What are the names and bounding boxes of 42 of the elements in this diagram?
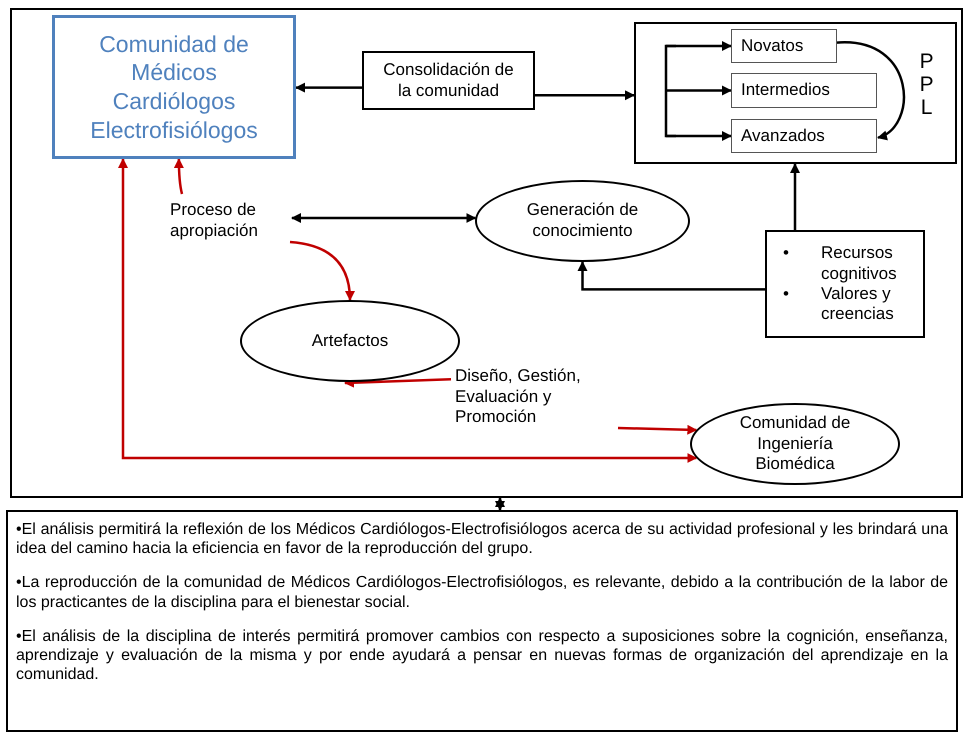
node-label: Artefactos <box>312 330 388 352</box>
arrow <box>495 497 505 511</box>
bullet-item: Recursos cognitivos <box>821 243 898 284</box>
arrow <box>790 163 800 230</box>
arrow <box>174 158 184 194</box>
arrow <box>118 158 698 463</box>
node-label: Novatos <box>741 36 804 56</box>
level-box <box>731 119 877 153</box>
arrow <box>666 41 732 51</box>
arrow <box>666 86 732 96</box>
bullet-marker: • <box>782 243 789 264</box>
frame-box <box>10 8 963 498</box>
resource-box <box>765 230 925 338</box>
node-label: Comunidad de Médicos Cardiólogos Electrofisiólogos <box>89 30 259 144</box>
arrow <box>295 82 362 93</box>
node-label: Comunidad de Ingeniería Biomédica <box>738 412 852 476</box>
bullet-marker: • <box>782 284 789 305</box>
node-label: Avanzados <box>741 126 825 146</box>
note-box <box>6 510 958 732</box>
arrow <box>291 213 476 223</box>
arrow <box>836 41 906 139</box>
arrow <box>578 261 765 291</box>
note-paragraph: •El análisis permitirá la reflexión de los Médicos Cardiólogos-Electrofisiólogos acerca de su actividad profesional y les brindará una idea del camino hacia la eficiencia en favor de la reproducción del grupo. <box>16 520 948 558</box>
community-box <box>52 15 296 159</box>
arrow <box>618 424 698 435</box>
arrow <box>535 90 635 100</box>
bullet-item: Valores y creencias <box>821 284 895 325</box>
node-label: Intermedios <box>741 80 830 101</box>
text-label: Proceso de apropiación <box>170 200 292 250</box>
group-label: P P L <box>918 50 935 120</box>
node-label: Generación de conocimiento <box>526 200 640 242</box>
note-paragraph: •El análisis de la disciplina de interés permitirá promover cambios con respecto a suposiciones sobre la cognición, enseñanza, aprendizaje y evaluación de la misma y por ende ayudará a pensar en nuevas formas de organización del aprendizaje en la comunidad. <box>16 626 948 684</box>
group-box <box>634 22 957 164</box>
process-box <box>362 51 535 110</box>
arrow <box>344 378 452 388</box>
arrow <box>290 240 355 301</box>
arrow <box>666 131 732 141</box>
note-paragraph: •La reproducción de la comunidad de Médicos Cardiólogos-Electrofisiólogos, es relevante, debido a la contribución de la labor de los practicantes de la disciplina para el bienestar social. <box>16 573 948 612</box>
node-label: Consolidación de la comunidad <box>382 60 515 102</box>
level-box <box>731 29 837 63</box>
level-box <box>731 73 877 108</box>
text-label: Diseño, Gestión, Evaluación y Promoción <box>455 366 623 444</box>
